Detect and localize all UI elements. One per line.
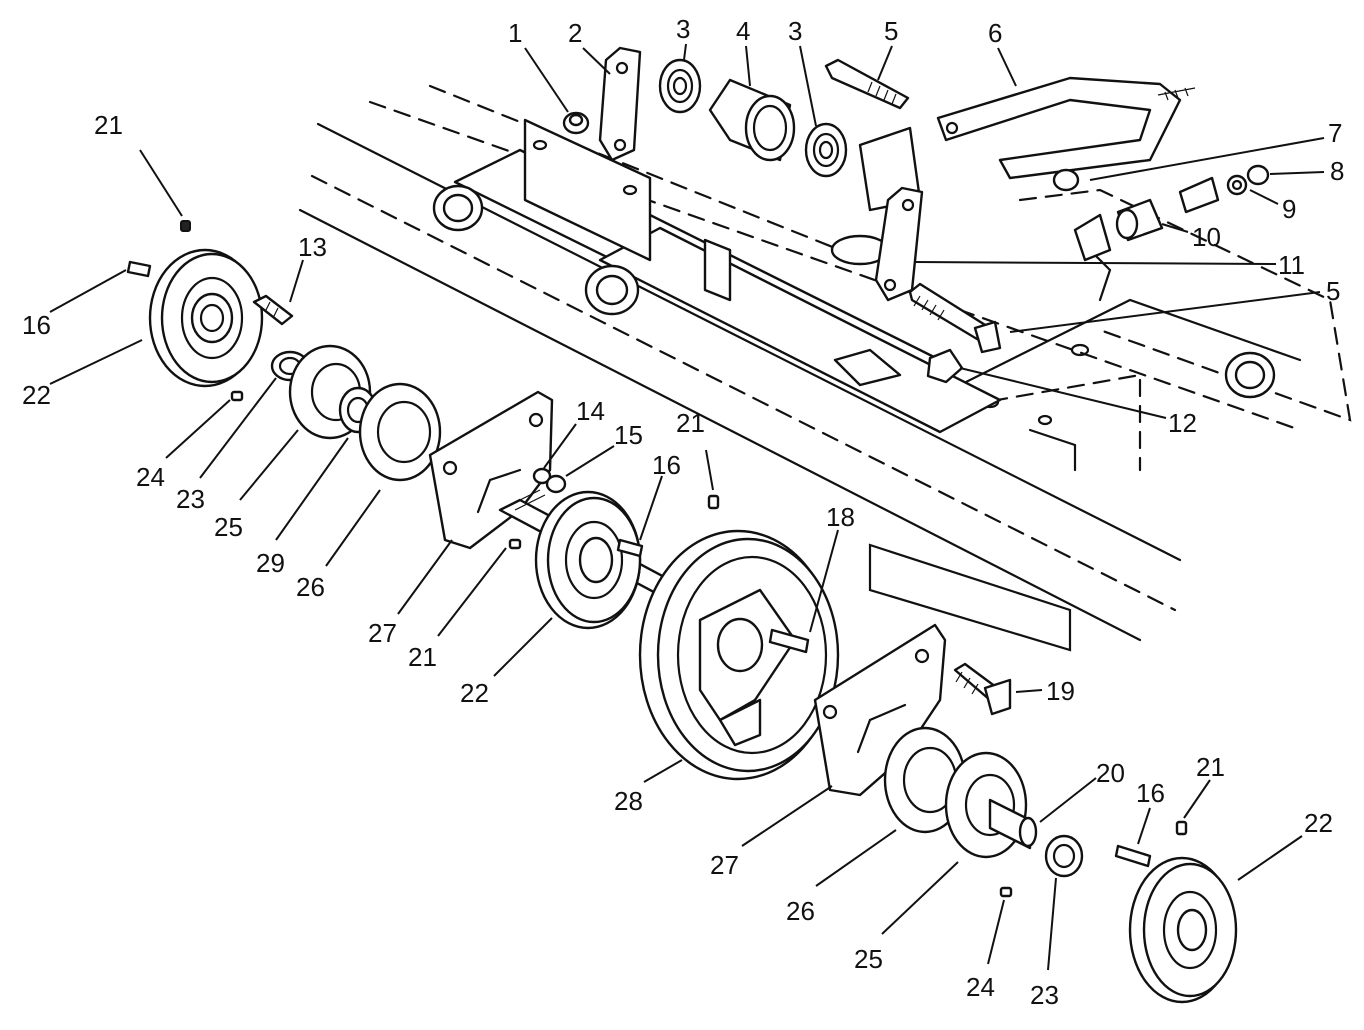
callout-25: 25: [214, 512, 243, 542]
callout-26: 26: [786, 896, 815, 926]
part-19-bolt: [953, 662, 1012, 716]
callout-24: 24: [136, 462, 165, 492]
callout-28: 28: [614, 786, 643, 816]
part-24-set-screw-left: [230, 390, 244, 402]
part-23-collar-right: [1044, 834, 1084, 878]
part-25-flange-right: [944, 751, 1028, 859]
part-8-nut: [1246, 164, 1270, 186]
callout-10: 10: [1192, 222, 1221, 252]
callout-21: 21: [676, 408, 705, 438]
callout-16: 16: [22, 310, 51, 340]
part-1-nut: [562, 111, 590, 135]
part-7-nut: [1052, 168, 1080, 192]
callout-8: 8: [1330, 156, 1344, 186]
callout-3: 3: [788, 16, 802, 46]
part-21-set-screw-27: [508, 538, 522, 550]
callout-3: 3: [676, 14, 690, 44]
callout-23: 23: [176, 484, 205, 514]
part-3-bearing-right: [804, 122, 848, 178]
callout-16: 16: [652, 450, 681, 480]
part-14-washer: [532, 467, 552, 485]
part-27-plate-left: [428, 390, 554, 550]
callout-27: 27: [368, 618, 397, 648]
callout-6: 6: [988, 18, 1002, 48]
part-21-set-screw-center: [707, 494, 720, 510]
callout-13: 13: [298, 232, 327, 262]
part-26-flange-left: [358, 382, 442, 482]
part-21-set-screw-left-top: [180, 220, 191, 232]
callout-22: 22: [1304, 808, 1333, 838]
part-13-bolt: [252, 294, 294, 326]
part-9-washer: [1226, 174, 1248, 196]
part-22-pulley-right: [1128, 856, 1238, 1004]
callout-11: 11: [1278, 250, 1305, 280]
part-6-u-bracket: [936, 76, 1196, 180]
callout-5: 5: [1326, 276, 1340, 306]
part-2-link-plate: [598, 46, 642, 162]
part-16-key-right: [1114, 844, 1152, 868]
callout-16: 16: [1136, 778, 1165, 808]
part-22-pulley-left: [148, 248, 264, 388]
callout-21: 21: [1196, 752, 1225, 782]
callout-22: 22: [22, 380, 51, 410]
part-11-link-plate: [874, 186, 924, 302]
part-5-bolt-top: [824, 58, 910, 110]
part-16-key-center: [616, 538, 644, 558]
callout-27: 27: [710, 850, 739, 880]
callout-12: 12: [1168, 408, 1197, 438]
callout-21: 21: [94, 110, 123, 140]
part-5-bolt-bottom: [908, 282, 1002, 354]
callout-29: 29: [256, 548, 285, 578]
part-16-key-left: [126, 260, 152, 278]
callout-23: 23: [1030, 980, 1059, 1010]
part-3-bearing-left: [658, 58, 702, 114]
callout-20: 20: [1096, 758, 1125, 788]
part-28-drive-wheel: [638, 529, 840, 781]
part-21-set-screw-right: [1175, 820, 1188, 836]
callout-22: 22: [460, 678, 489, 708]
callout-19: 19: [1046, 676, 1075, 706]
callout-5: 5: [884, 16, 898, 46]
callout-26: 26: [296, 572, 325, 602]
part-10-spring-spacer: [1073, 176, 1220, 262]
callout-7: 7: [1328, 118, 1342, 148]
part-18-key: [768, 628, 810, 654]
part-22-pulley-center: [534, 490, 642, 630]
callout-labels: 1 2 3 4 3 5 6 7 8 9 10 11 5 12 21 13 16 …: [22, 14, 1344, 1010]
part-20-shaft-end: [988, 798, 1038, 850]
callout-21: 21: [408, 642, 437, 672]
axle-tube-assembly: [432, 118, 1002, 434]
callout-14: 14: [576, 396, 605, 426]
callout-2: 2: [568, 18, 582, 48]
callout-15: 15: [614, 420, 643, 450]
leader-lines: [49, 43, 1325, 971]
callout-18: 18: [826, 502, 855, 532]
part-24-set-screw-right: [999, 886, 1013, 898]
part-12-nut: [926, 348, 964, 384]
callout-25: 25: [854, 944, 883, 974]
callout-24: 24: [966, 972, 995, 1002]
callout-9: 9: [1282, 194, 1296, 224]
callout-4: 4: [736, 16, 750, 46]
callout-1: 1: [508, 18, 522, 48]
part-4-bushing: [708, 78, 796, 162]
part-15-nut: [545, 474, 567, 494]
